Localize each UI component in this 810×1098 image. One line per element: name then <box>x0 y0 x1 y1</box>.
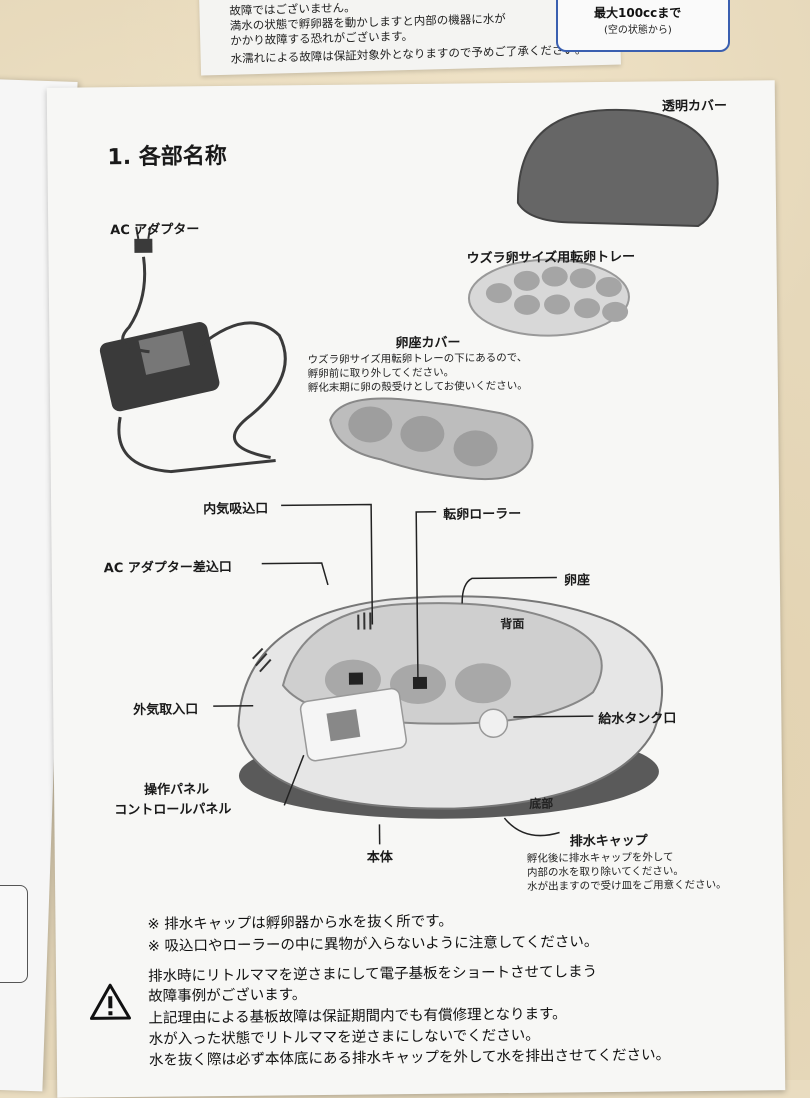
label-body: 本体 <box>367 846 393 865</box>
label-adapter-port: AC アダプター差込口 <box>104 556 232 576</box>
capacity-box: 最大100ccまで (空の状態から) <box>556 0 730 52</box>
label-panel-2: コントロールパネル <box>114 798 231 818</box>
manual-page: 1. 各部名称 透明カバー AC アダプター ウズラ卵サイズ用転卵トレー 卵座カ… <box>47 80 786 1098</box>
label-back: 背面 <box>500 615 524 632</box>
label-tray: ウズラ卵サイズ用転卵トレー <box>466 246 635 267</box>
warning-line-1: 故障事例がございます。 <box>148 983 306 1006</box>
page-title: 1. 各部名称 <box>107 138 227 171</box>
label-drain-cap: 排水キャップ <box>570 830 648 850</box>
footnote-0: ※ 排水キャップは孵卵器から水を抜く所です。 <box>147 910 453 934</box>
label-roller: 転卵ローラー <box>443 503 521 523</box>
top-line-2: かかり故障する恐れがございます。 <box>230 28 413 49</box>
drain-note-2: 水が出ますので受け皿をご用意ください。 <box>527 877 727 894</box>
label-inner-intake: 内気吸込口 <box>203 498 268 518</box>
label-outer-intake: 外気取入口 <box>133 698 198 718</box>
label-egg-seat-cover: 卵座カバー <box>395 332 460 352</box>
capacity-line1: 最大100ccまで <box>594 4 681 21</box>
label-egg-seat: 卵座 <box>564 569 590 588</box>
warning-icon <box>88 982 132 1022</box>
adapter-drawing <box>97 225 286 472</box>
egg-seat-cover-drawing <box>330 397 533 481</box>
egg-seat-cover-note-2: 孵化末期に卵の殻受けとしてお使いください。 <box>308 378 528 395</box>
label-tank-port: 給水タンク口 <box>598 707 676 727</box>
label-panel-1: 操作パネル <box>144 778 209 798</box>
label-cover: 透明カバー <box>662 95 727 115</box>
capacity-line2: (空の状態から) <box>604 21 672 36</box>
cover-shape <box>517 109 718 228</box>
label-adapter: AC アダプター <box>110 218 199 238</box>
label-bottom: 底部 <box>529 795 553 812</box>
left-page-tab <box>0 885 28 983</box>
